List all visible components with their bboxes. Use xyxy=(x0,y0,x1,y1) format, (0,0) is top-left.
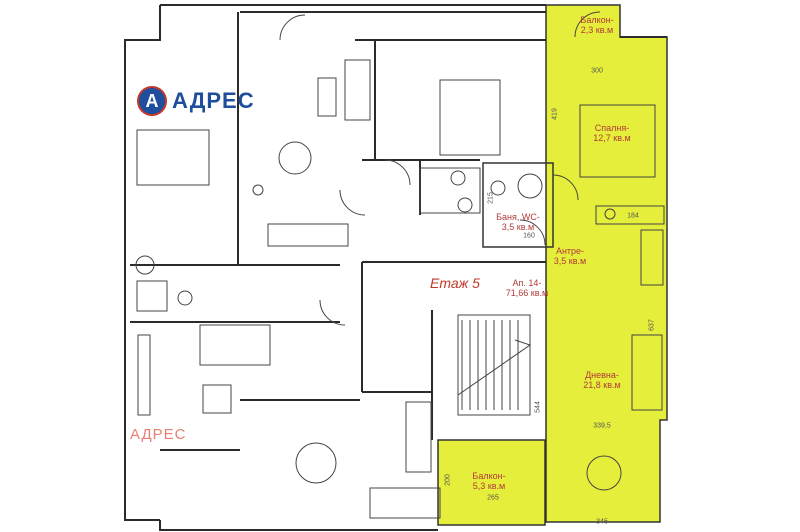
room-label-balcony-bottom: Балкон- 5,3 кв.м xyxy=(472,471,505,491)
room-name: Антре- xyxy=(555,246,585,256)
room-name: Балкон- xyxy=(580,15,614,25)
brand-logo: A АДРЕС xyxy=(137,86,255,116)
floor-label: Етаж 5 xyxy=(430,275,480,291)
dimension-label: 544 xyxy=(534,401,542,413)
room-area: 5,3 кв.м xyxy=(472,481,506,491)
dimension-label: 215 xyxy=(487,192,495,204)
room-name: Спалня- xyxy=(594,123,630,133)
dimension-label: 265 xyxy=(487,494,499,502)
room-area: 3,5 кв.м xyxy=(553,256,587,266)
room-area: 71,66 кв.м xyxy=(505,288,549,298)
room-area: 21,8 кв.м xyxy=(583,380,621,390)
room-label-balcony-top: Балкон- 2,3 кв.м xyxy=(580,15,613,35)
room-name: Ап. 14- xyxy=(512,278,542,288)
walls xyxy=(124,4,667,531)
room-name: Баня, WC- xyxy=(496,212,540,222)
brand-watermark: АДРЕС xyxy=(130,426,187,443)
apartment-14-highlight xyxy=(437,4,668,526)
staircase xyxy=(457,314,532,416)
room-label-bathroom: Баня, WC- 3,5 кв.м xyxy=(496,212,540,232)
doors xyxy=(279,11,601,326)
dimension-label: 160 xyxy=(523,232,535,240)
dimension-label: 345 xyxy=(596,518,608,526)
room-area: 3,5 кв.м xyxy=(501,222,535,232)
room-name: Балкон- xyxy=(472,471,506,481)
dimension-label: 637 xyxy=(648,319,656,331)
dimension-label: 419 xyxy=(551,108,559,120)
dimension-label: 300 xyxy=(591,67,603,75)
room-label-hall: Антре- 3,5 кв.м xyxy=(554,246,586,266)
brand-name: АДРЕС xyxy=(172,88,255,113)
dimension-label: 184 xyxy=(627,212,639,220)
room-label-bedroom: Спалня- 12,7 кв.м xyxy=(593,123,630,143)
room-area: 12,7 кв.м xyxy=(593,133,631,143)
furniture xyxy=(135,59,665,519)
brand-mark-icon: A xyxy=(137,86,167,116)
bathroom-outline xyxy=(482,162,554,248)
room-name: Дневна- xyxy=(585,370,619,380)
room-label-apartment: Ап. 14- 71,66 кв.м xyxy=(506,278,548,298)
room-area: 2,3 кв.м xyxy=(580,25,614,35)
dimension-label: 339,5 xyxy=(593,422,611,430)
room-label-living: Дневна- 21,8 кв.м xyxy=(583,370,620,390)
dimension-label: 200 xyxy=(444,474,452,486)
